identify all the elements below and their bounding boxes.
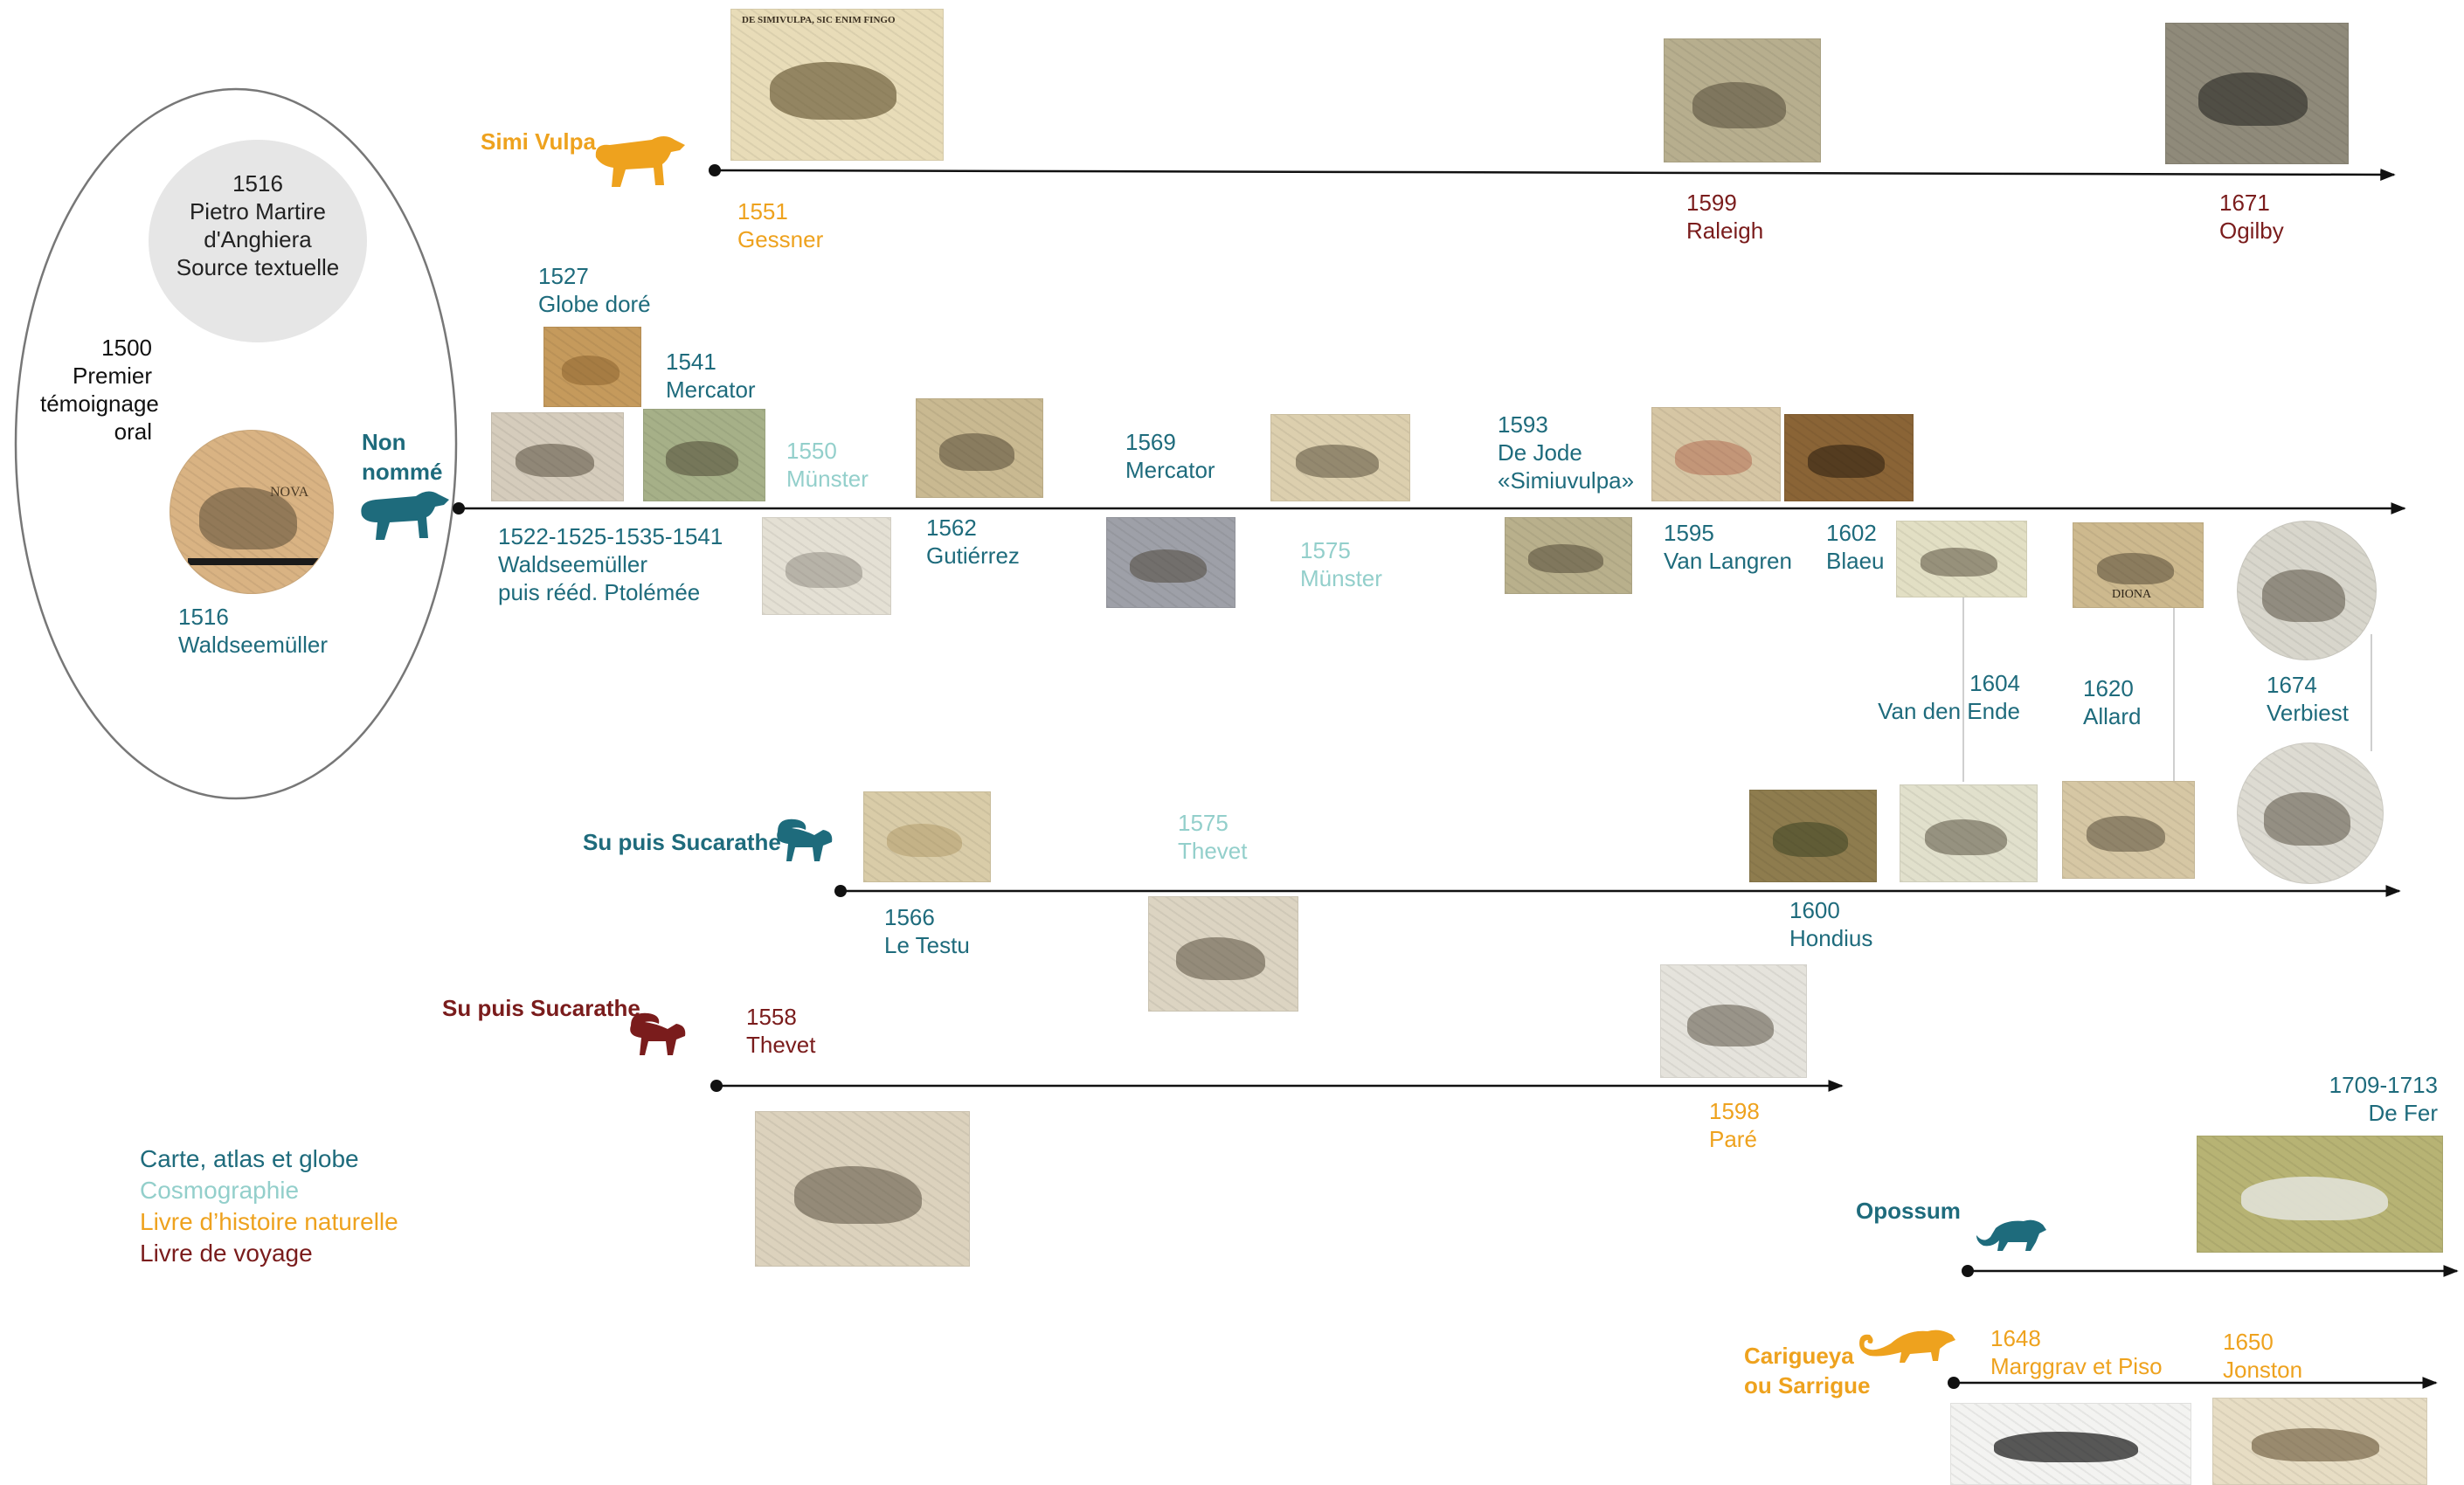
- oral-line2: témoignage: [40, 390, 159, 417]
- species-carigueya-line1: Carigueya: [1744, 1343, 1854, 1369]
- pare-image: [1660, 964, 1807, 1078]
- map-word-nova: NOVA: [270, 485, 309, 500]
- opossum-animal-icon: [1976, 1219, 2046, 1251]
- munster-1575-image: [1270, 414, 1410, 501]
- allard-image: DIONA: [2073, 522, 2204, 608]
- simi-vulpa-animal-icon: [595, 136, 685, 187]
- hondius-image: [1749, 790, 1877, 882]
- waldseemuller-1516-label: 1516 Waldseemüller: [178, 604, 328, 658]
- globe-1527-image: [543, 327, 641, 407]
- su-map-animal-icon: [777, 818, 833, 861]
- jonston-image: [2212, 1398, 2427, 1485]
- oral-line3: oral: [114, 418, 152, 445]
- legend-map: Carte, atlas et globe: [140, 1145, 359, 1172]
- oral-testimony-label: 1500 Premier témoignage oral: [40, 334, 159, 446]
- su-voyage-animal-icon: [630, 1012, 686, 1055]
- oral-year: 1500: [101, 335, 152, 361]
- non-nomme-animal-icon: [361, 491, 449, 540]
- species-su-voyage: Su puis Sucarathe: [442, 995, 640, 1021]
- allard-low-image: [2062, 781, 2195, 879]
- dejode-image: [1505, 517, 1632, 594]
- origin-oval: [14, 87, 458, 800]
- ogilby-image: [2165, 23, 2349, 164]
- source-type: Source textuelle: [176, 254, 340, 280]
- source-author: Pietro Martire: [189, 198, 327, 224]
- legend-natural-history: Livre d’histoire naturelle: [140, 1208, 398, 1235]
- gessner-image: DE SIMIVULPA, SIC ENIM FINGO: [730, 9, 944, 161]
- source-place: d'Anghiera: [204, 226, 312, 252]
- raleigh-image: [1664, 38, 1821, 162]
- blaeu-image: [1784, 414, 1914, 501]
- vanlangren-image: [1651, 407, 1781, 501]
- vandenende-image: [1896, 521, 2027, 597]
- oral-line1: Premier: [72, 363, 152, 389]
- species-carigueya-line2: ou Sarrigue: [1744, 1372, 1871, 1399]
- verbiest-low-image: [2237, 742, 2384, 884]
- species-non-nomme-line1: Non: [362, 429, 406, 455]
- species-non-nomme-line2: nommé: [362, 459, 443, 485]
- legend-cosmography: Cosmographie: [140, 1177, 300, 1204]
- gutierrez-image: [916, 398, 1043, 498]
- marggrav-image: [1950, 1403, 2191, 1485]
- mercator-1541-image: [643, 409, 765, 501]
- letestu-image: [863, 791, 991, 882]
- source-textuelle-label: 1516 Pietro Martire d'Anghiera Source te…: [149, 169, 367, 281]
- munster-1550-image: [762, 517, 891, 615]
- legend-travel: Livre de voyage: [140, 1240, 313, 1267]
- species-su-map: Su puis Sucarathe: [583, 829, 781, 855]
- thevet-1558-image: [755, 1111, 970, 1267]
- carigueya-animal-icon: [1859, 1330, 1955, 1363]
- source-year: 1516: [232, 170, 283, 197]
- vandenende-low-image: [1900, 784, 2038, 882]
- waldseemuller-reed-image: [491, 412, 624, 501]
- species-opossum: Opossum: [1856, 1198, 1961, 1224]
- waldseemuller-1516-image: NOVA: [170, 430, 334, 594]
- species-simi-vulpa: Simi Vulpa: [481, 128, 596, 155]
- verbiest-top-image: [2237, 521, 2377, 660]
- defer-image: [2197, 1136, 2443, 1253]
- mercator-1569-image: [1106, 517, 1235, 608]
- source-circle: [149, 140, 367, 342]
- timeline-simi-vulpa: [714, 168, 2396, 181]
- thevet-1575-image: [1148, 896, 1298, 1012]
